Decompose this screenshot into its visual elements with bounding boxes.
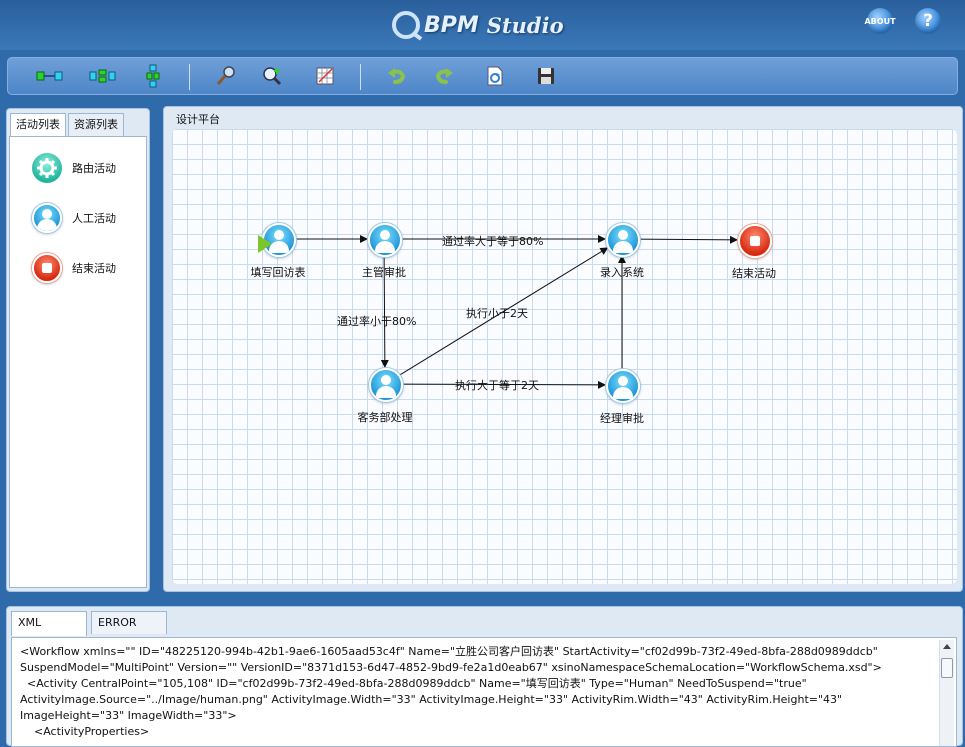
horizontal-layout-icon [89,69,116,83]
output-panel: XML ERROR <Workflow xmlns="" ID="4822512… [6,606,963,747]
toolbar-divider [360,64,361,90]
redo-button[interactable] [430,64,458,88]
person-icon [606,369,640,403]
xml-line: ImageHeight="33" ImageWidth="33"> [20,709,237,722]
workflow-node-n5[interactable] [369,368,403,402]
stop-icon [738,224,772,258]
save-button[interactable] [532,64,560,88]
edge-label: 执行小于2天 [466,307,528,320]
refresh-document-icon [487,66,503,86]
start-arrow-icon [258,235,272,253]
toolbar-divider [189,64,190,90]
bpm-studio-logo: BPM Studio [392,6,564,44]
sequence-layout-icon [36,71,63,81]
undo-icon [388,68,406,84]
xml-line: <ActivityProperties> [20,725,150,738]
palette-item-label: 人工活动 [72,212,116,225]
vertical-layout-button[interactable] [139,64,167,88]
xml-content: <Workflow xmlns="" ID="48225120-994b-42b… [20,644,930,740]
tab-xml[interactable]: XML [11,611,87,636]
person-icon [368,223,402,257]
logo-secondary-text: Studio [486,12,564,38]
scroll-up-arrow[interactable] [943,644,951,649]
logo-primary-text: BPM [424,12,479,38]
tab-error[interactable]: ERROR [91,611,167,634]
about-button[interactable]: ABOUT [864,8,896,34]
select-tool-icon [216,66,235,85]
workflow-node-n3[interactable] [606,223,640,257]
grid-button[interactable] [311,64,339,88]
stop-icon [32,253,62,283]
edge-label: 执行大于等于2天 [455,379,539,392]
xml-line: <Workflow xmlns="" ID="48225120-994b-42b… [20,645,878,658]
about-label: ABOUT [864,16,896,26]
edge-label: 通过率小于80% [337,315,417,328]
design-panel-title: 设计平台 [176,113,220,126]
xml-viewer[interactable]: <Workflow xmlns="" ID="48225120-994b-42b… [11,637,957,747]
palette-tabbar: 活动列表 资源列表 [10,113,126,137]
person-icon [369,368,403,402]
node-label: 客务部处理 [357,411,413,424]
person-icon [606,223,640,257]
activity-palette-panel: 活动列表 资源列表 路由活动 人工活动 结束活动 [6,108,150,592]
zoom-in-icon [263,67,282,86]
person-icon [32,203,62,233]
workflow-node-n2[interactable] [368,223,402,257]
help-button[interactable]: ? [915,8,941,34]
help-label: ? [923,11,933,31]
xml-line: ActivityImage.Source="../Image/human.png… [20,693,843,706]
refresh-document-button[interactable] [481,64,509,88]
xml-line: SuspendModel="MultiPoint" Version="" Ver… [20,661,882,674]
main-toolbar [7,57,958,95]
save-icon [538,68,554,84]
palette-item-human[interactable]: 人工活动 [32,203,116,233]
zoom-in-button[interactable] [258,64,286,88]
workflow-node-n1[interactable] [258,223,296,257]
palette-item-label: 结束活动 [72,262,116,275]
scroll-thumb[interactable] [941,658,953,678]
node-label: 填写回访表 [250,266,306,279]
gear-icon [32,153,62,183]
edge-n5-n3[interactable] [398,247,609,377]
redo-icon [435,68,453,84]
node-label: 主管审批 [362,266,406,279]
app-header: BPM Studio ABOUT ? [0,0,965,50]
node-label: 经理审批 [600,412,644,425]
sequence-layout-button[interactable] [36,64,64,88]
grid-icon [316,67,334,85]
palette-item-end[interactable]: 结束活动 [32,253,116,283]
design-panel: 设计平台 通过率大于等于80% 通过率小于80% 执行小于2天执行大于等于2天 填写回… [163,106,963,592]
edge-n2-n5[interactable] [380,254,389,369]
logo-q-icon [392,11,420,39]
node-label: 录入系统 [600,266,644,279]
vertical-layout-icon [146,64,160,88]
design-canvas[interactable]: 通过率大于等于80% 通过率小于80% 执行小于2天执行大于等于2天 填写回访表 主管审… [172,129,957,584]
tab-resource-list[interactable]: 资源列表 [68,113,124,136]
palette-item-label: 路由活动 [72,162,116,175]
workflow-edges [294,235,739,389]
workflow-node-n6[interactable] [606,369,640,403]
xml-scrollbar[interactable] [939,640,954,746]
palette-item-route[interactable]: 路由活动 [32,153,116,183]
edge-n3-n4[interactable] [637,235,739,244]
horizontal-layout-button[interactable] [89,64,117,88]
edge-label: 通过率大于等于80% [442,235,544,248]
xml-line: <Activity CentralPoint="105,108" ID="cf0… [20,677,807,690]
undo-button[interactable] [383,64,411,88]
edge-n5-n6[interactable] [400,380,607,389]
palette-list: 路由活动 人工活动 结束活动 [9,136,147,588]
select-tool-button[interactable] [212,64,240,88]
workflow-node-n4[interactable] [738,224,772,258]
node-label: 结束活动 [732,267,776,280]
tab-activity-list[interactable]: 活动列表 [10,113,66,137]
output-tabbar: XML ERROR [11,611,171,636]
